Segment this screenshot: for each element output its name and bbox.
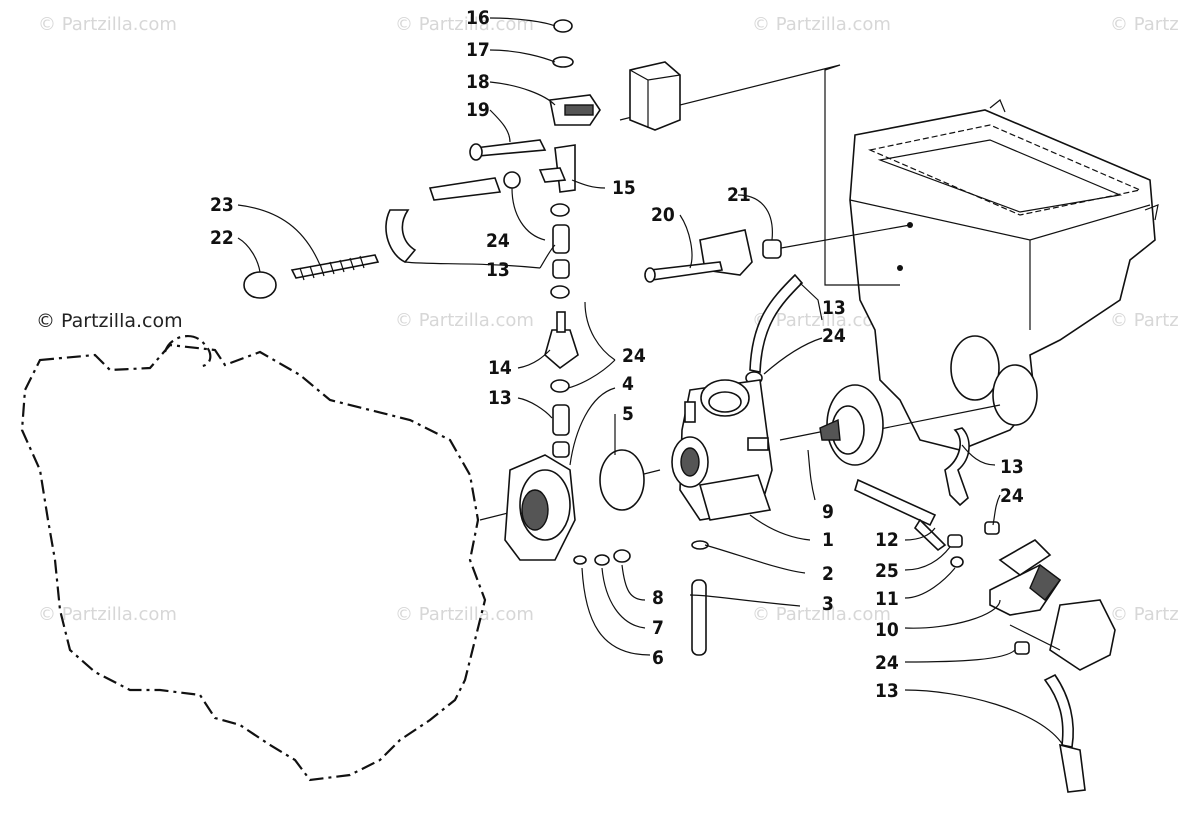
callout-21: 21 — [727, 184, 751, 206]
callout-23: 23 — [210, 194, 234, 216]
callout-11: 11 — [875, 588, 899, 610]
fuel-valve-bracket — [469, 19, 681, 193]
watermark: © Partz — [1110, 310, 1179, 331]
callout-13-c: 13 — [488, 387, 512, 409]
leader-lines — [237, 17, 1064, 746]
callout-24-d: 24 — [1000, 485, 1024, 507]
watermark: © Partzilla.com — [36, 310, 183, 332]
watermark: © Partzilla.com — [38, 604, 177, 625]
callout-19: 19 — [466, 99, 490, 121]
callout-9: 9 — [822, 501, 834, 523]
watermark: © Partzilla.com — [395, 14, 534, 35]
callout-7: 7 — [652, 617, 664, 639]
callout-24-b: 24 — [822, 325, 846, 347]
callout-25: 25 — [875, 560, 899, 582]
callout-15: 15 — [612, 177, 636, 199]
callout-13-a: 13 — [486, 259, 510, 281]
fuel-pump-assembly — [854, 427, 1116, 793]
callout-14: 14 — [488, 357, 512, 379]
callout-24-a: 24 — [486, 230, 510, 252]
callout-20: 20 — [651, 204, 675, 226]
callout-labels: 16 17 18 19 15 23 22 24 13 21 20 13 24 1… — [210, 7, 1024, 702]
airbox — [849, 99, 1159, 451]
callout-24-e: 24 — [875, 652, 899, 674]
watermark: © Partzilla.com — [395, 604, 534, 625]
watermark: © Partzilla.com — [395, 310, 534, 331]
callout-16: 16 — [466, 7, 490, 29]
callout-6: 6 — [652, 647, 664, 669]
callout-4: 4 — [622, 373, 634, 395]
carburetor — [671, 379, 773, 656]
watermark: © Partzilla.com — [38, 14, 177, 35]
fuel-line-parts — [385, 171, 579, 458]
callout-18: 18 — [466, 71, 490, 93]
watermark: © Partzilla.com — [752, 310, 891, 331]
callout-22: 22 — [210, 227, 234, 249]
callout-10: 10 — [875, 619, 899, 641]
callout-3: 3 — [822, 593, 834, 615]
callout-1: 1 — [822, 529, 834, 551]
vent-hose — [749, 273, 804, 373]
air-boot — [819, 384, 884, 466]
watermark: © Partz — [1110, 604, 1179, 625]
callout-13-e: 13 — [875, 680, 899, 702]
callout-24-c: 24 — [622, 345, 646, 367]
watermark: © Partzilla.com — [752, 14, 891, 35]
engine-outline — [20, 335, 487, 782]
intake-manifold — [504, 454, 631, 566]
clamp — [599, 449, 645, 511]
callout-5: 5 — [622, 403, 634, 425]
callout-12: 12 — [875, 529, 899, 551]
spring-and-clip — [243, 254, 380, 299]
watermark: © Partzilla.com — [752, 604, 891, 625]
mount-bracket — [644, 229, 782, 283]
callout-2: 2 — [822, 563, 834, 585]
callout-17: 17 — [466, 39, 490, 61]
callout-13-b: 13 — [822, 297, 846, 319]
callout-8: 8 — [652, 587, 664, 609]
callout-13-d: 13 — [1000, 456, 1024, 478]
watermark: © Partz — [1110, 14, 1179, 35]
